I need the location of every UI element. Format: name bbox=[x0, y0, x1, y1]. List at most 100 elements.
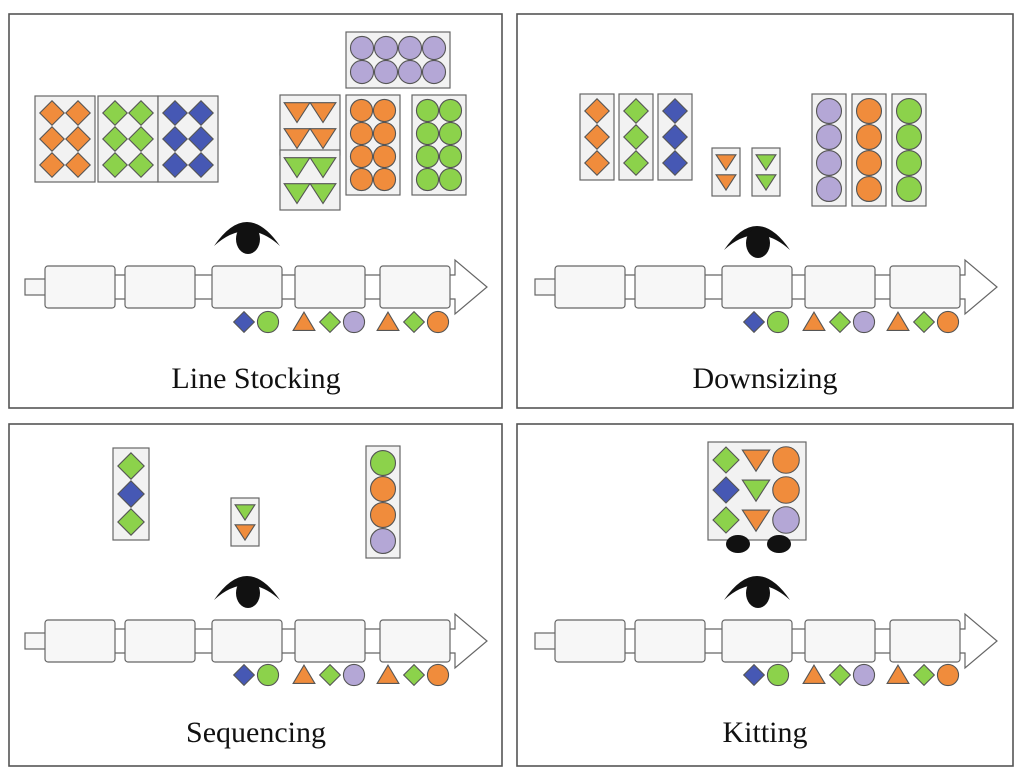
green-diamond-part bbox=[402, 663, 426, 687]
green-circle-part bbox=[895, 149, 923, 177]
workstation-2 bbox=[124, 265, 196, 309]
green-diamond-part bbox=[128, 126, 154, 152]
green-triangle-part bbox=[234, 504, 256, 522]
workstation-1 bbox=[44, 265, 116, 309]
orange-triangle-part bbox=[234, 524, 256, 542]
orange-circle-part bbox=[372, 144, 397, 169]
green-triangle-part bbox=[755, 174, 777, 192]
orange-circle-part bbox=[349, 144, 374, 169]
conveyor-lead bbox=[534, 632, 558, 650]
orange-circle-part bbox=[372, 121, 397, 146]
blue-diamond-part bbox=[188, 126, 214, 152]
green-circle-part bbox=[766, 310, 790, 334]
conveyor-lead bbox=[24, 632, 48, 650]
green-diamond-part bbox=[828, 663, 852, 687]
panel-title: Sequencing bbox=[186, 716, 326, 749]
green-circle-part bbox=[766, 663, 790, 687]
conveyor-lead bbox=[24, 278, 48, 296]
workstation-2 bbox=[124, 619, 196, 663]
green-circle-part bbox=[438, 167, 463, 192]
green-circle-part bbox=[415, 167, 440, 192]
purple-circle-part bbox=[815, 175, 843, 203]
workstation-4 bbox=[294, 265, 366, 309]
green-diamond-part bbox=[712, 506, 740, 534]
green-diamond-part bbox=[318, 310, 342, 334]
green-diamond-part bbox=[102, 152, 128, 178]
workstation-4 bbox=[294, 619, 366, 663]
blue-diamond-part bbox=[662, 150, 688, 176]
orange-circle-part bbox=[369, 475, 397, 503]
blue-diamond-part bbox=[742, 310, 766, 334]
orange-diamond-part bbox=[584, 98, 610, 124]
purple-circle-part bbox=[349, 35, 375, 61]
panel-title: Line Stocking bbox=[171, 362, 340, 395]
green-diamond-part bbox=[623, 124, 649, 150]
green-diamond-part bbox=[402, 310, 426, 334]
green-circle-part bbox=[256, 310, 280, 334]
orange-circle-part bbox=[936, 310, 960, 334]
workstation-3 bbox=[721, 265, 793, 309]
green-circle-part bbox=[438, 121, 463, 146]
green-diamond-part bbox=[623, 150, 649, 176]
blue-diamond-part bbox=[162, 100, 188, 126]
green-diamond-part bbox=[117, 452, 145, 480]
wheel-icon bbox=[726, 535, 750, 553]
green-diamond-part bbox=[912, 310, 936, 334]
blue-diamond-part bbox=[232, 310, 256, 334]
orange-diamond-part bbox=[65, 126, 91, 152]
green-circle-part bbox=[256, 663, 280, 687]
green-diamond-part bbox=[128, 100, 154, 126]
purple-circle-part bbox=[852, 663, 876, 687]
blue-diamond-part bbox=[162, 126, 188, 152]
orange-diamond-part bbox=[65, 152, 91, 178]
purple-circle-part bbox=[369, 527, 397, 555]
workstation-3 bbox=[721, 619, 793, 663]
purple-circle-part bbox=[342, 310, 366, 334]
orange-circle-part bbox=[855, 175, 883, 203]
orange-triangle-part bbox=[802, 664, 826, 684]
purple-circle-part bbox=[421, 59, 447, 85]
green-diamond-part bbox=[712, 446, 740, 474]
orange-diamond-part bbox=[65, 100, 91, 126]
workstation-1 bbox=[554, 619, 626, 663]
orange-diamond-part bbox=[584, 150, 610, 176]
blue-diamond-part bbox=[117, 480, 145, 508]
workstation-2 bbox=[634, 619, 706, 663]
blue-diamond-part bbox=[662, 98, 688, 124]
orange-triangle-part bbox=[283, 128, 311, 150]
workstation-1 bbox=[44, 619, 116, 663]
orange-triangle-part bbox=[283, 102, 311, 124]
orange-circle-part bbox=[855, 97, 883, 125]
purple-circle-part bbox=[397, 35, 423, 61]
purple-circle-part bbox=[815, 149, 843, 177]
green-triangle-part bbox=[309, 157, 337, 179]
blue-diamond-part bbox=[662, 124, 688, 150]
purple-circle-part bbox=[373, 59, 399, 85]
green-circle-part bbox=[415, 144, 440, 169]
orange-circle-part bbox=[772, 476, 800, 504]
orange-circle-part bbox=[369, 501, 397, 529]
green-diamond-part bbox=[828, 310, 852, 334]
eye-icon bbox=[724, 226, 790, 250]
orange-circle-part bbox=[349, 167, 374, 192]
panel-sequencing: Sequencing bbox=[8, 423, 503, 767]
green-diamond-part bbox=[117, 508, 145, 536]
workstation-5 bbox=[379, 619, 451, 663]
eye-pupil bbox=[746, 228, 770, 258]
green-circle-part bbox=[369, 449, 397, 477]
green-diamond-part bbox=[912, 663, 936, 687]
blue-diamond-part bbox=[742, 663, 766, 687]
green-triangle-part bbox=[741, 479, 771, 503]
panel-title: Downsizing bbox=[693, 362, 838, 395]
eye-pupil bbox=[236, 224, 260, 254]
orange-triangle-part bbox=[309, 128, 337, 150]
orange-triangle-part bbox=[309, 102, 337, 124]
workstation-5 bbox=[889, 619, 961, 663]
orange-circle-part bbox=[349, 98, 374, 123]
green-triangle-part bbox=[755, 154, 777, 172]
green-diamond-part bbox=[128, 152, 154, 178]
orange-triangle-part bbox=[741, 449, 771, 473]
workstation-4 bbox=[804, 619, 876, 663]
orange-circle-part bbox=[772, 446, 800, 474]
workstation-3 bbox=[211, 265, 283, 309]
